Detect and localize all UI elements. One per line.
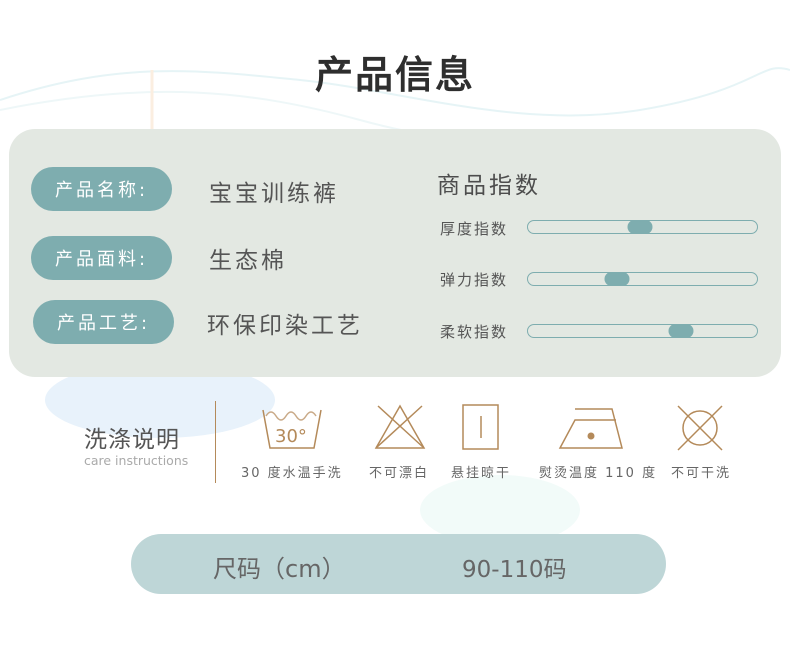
slider-thumb [604, 271, 630, 286]
label-pill-craft: 产品工艺: [33, 300, 174, 344]
svg-text:30°: 30° [275, 426, 307, 447]
index-title: 商品指数 [437, 173, 541, 199]
value-fabric: 生态棉 [209, 248, 287, 274]
page-title: 产品信息 [314, 53, 475, 97]
iron-low-icon [558, 408, 623, 449]
softness-index-slider [527, 323, 758, 338]
hang-dry-icon [462, 404, 499, 450]
care-item-hand-wash: 30° 30 度水温手洗 [241, 404, 341, 481]
elasticity-index-slider [527, 271, 758, 286]
divider [215, 401, 216, 483]
care-item-hang-dry: 悬挂晾干 [451, 404, 509, 481]
value-product-name: 宝宝训练裤 [209, 181, 339, 207]
size-label: 尺码（cm） [213, 555, 346, 583]
care-item-no-dry-clean: 不可干洗 [671, 404, 729, 481]
index-label-thickness: 厚度指数 [440, 220, 509, 238]
thickness-index-slider [527, 219, 758, 234]
index-label-softness: 柔软指数 [440, 323, 509, 341]
wash-30-icon: 30° [262, 409, 322, 449]
label-pill-product-name: 产品名称: [31, 167, 172, 211]
care-label: 悬挂晾干 [451, 466, 512, 481]
care-title: 洗涤说明 [84, 427, 180, 453]
care-item-iron: 熨烫温度 110 度 [539, 404, 655, 481]
care-label: 不可漂白 [369, 466, 430, 481]
value-craft: 环保印染工艺 [207, 313, 363, 339]
care-item-no-bleach: 不可漂白 [369, 404, 427, 481]
size-bar: 尺码（cm） 90-110码 [131, 534, 666, 594]
care-subtitle: care instructions [84, 453, 189, 468]
care-label: 熨烫温度 110 度 [539, 466, 658, 481]
no-bleach-icon [374, 404, 426, 449]
label-pill-fabric: 产品面料: [31, 236, 172, 280]
slider-thumb [668, 323, 694, 338]
care-label: 30 度水温手洗 [241, 466, 343, 481]
slider-thumb [627, 219, 653, 234]
index-label-elasticity: 弹力指数 [440, 271, 509, 289]
size-value: 90-110码 [462, 557, 567, 583]
no-dry-clean-icon [677, 405, 723, 451]
care-label: 不可干洗 [671, 466, 732, 481]
